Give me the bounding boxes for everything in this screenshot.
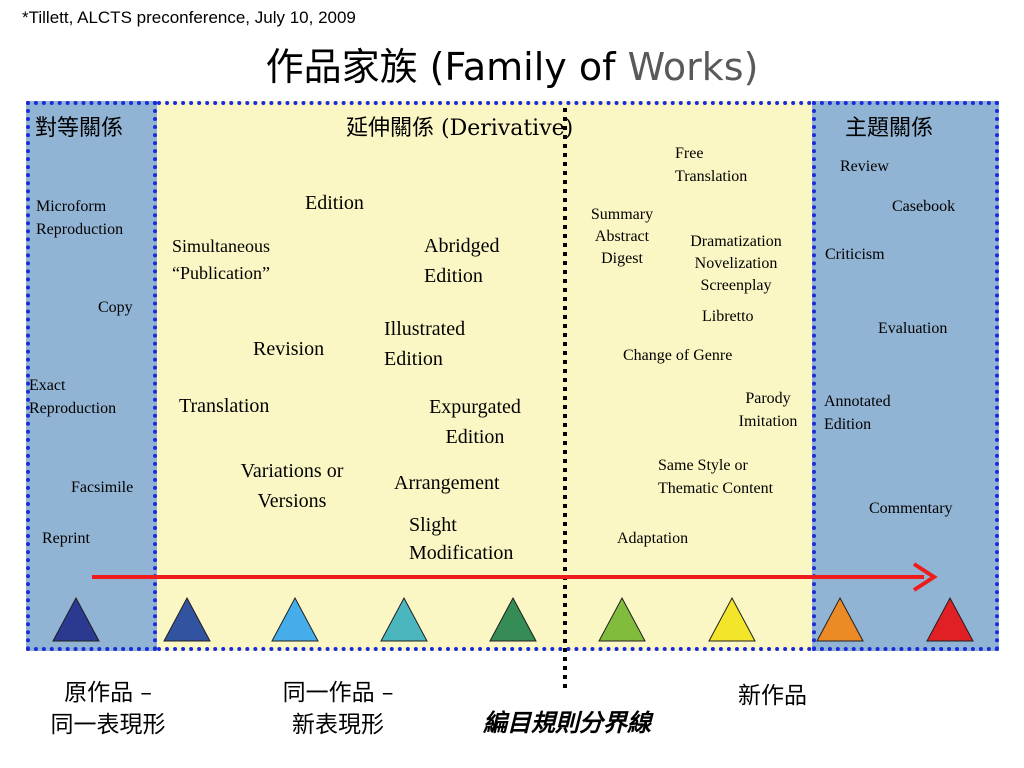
item-line: Screenplay	[700, 277, 772, 294]
item-line: Abstract	[594, 228, 650, 245]
item-line: Reproduction	[36, 221, 124, 238]
item-line: Novelization	[694, 255, 778, 272]
item-line: Modification	[409, 542, 514, 564]
triangle-icon	[52, 596, 100, 642]
equivalent-panel	[26, 101, 157, 651]
item-copy: Copy	[98, 299, 133, 316]
item-abridged-edition: Abridged Edition	[424, 231, 500, 291]
item-line: Translation	[675, 168, 748, 185]
item-line: Thematic Content	[658, 480, 774, 497]
item-simultaneous-publication: Simultaneous “Publication”	[172, 233, 270, 287]
item-line: Same Style or	[658, 457, 748, 474]
descriptive-header: 主題關係	[845, 116, 934, 141]
label-line: 原作品 –	[64, 680, 152, 706]
triangle-icon	[598, 596, 646, 642]
item-facsimile: Facsimile	[71, 479, 134, 496]
derivative-header: 延伸關係 (Derivative)	[346, 116, 574, 141]
item-variations-or-versions: Variations or Versions	[224, 456, 360, 516]
item-commentary: Commentary	[869, 500, 953, 517]
triangle-row	[52, 596, 974, 642]
item-parody-imitation: Parody Imitation	[726, 387, 810, 433]
equivalent-header: 對等關係	[35, 116, 124, 141]
item-line: Edition	[424, 265, 483, 287]
triangle-icon	[489, 596, 537, 642]
label-same-work: 同一作品 – 新表現形	[248, 677, 428, 741]
item-line: Abridged	[424, 235, 500, 257]
item-edition: Edition	[305, 192, 364, 214]
item-line: Expurgated	[429, 396, 521, 418]
item-illustrated-edition: Illustrated Edition	[384, 314, 465, 374]
item-same-style: Same Style or Thematic Content	[658, 454, 773, 500]
triangle-icon	[926, 596, 974, 642]
item-microform-reproduction: Microform Reproduction	[36, 195, 123, 241]
title-en-works: Works)	[627, 45, 759, 89]
item-change-of-genre: Change of Genre	[623, 347, 733, 364]
item-line: Variations or	[240, 460, 344, 482]
item-casebook: Casebook	[892, 198, 956, 215]
label-original-work: 原作品 – 同一表現形	[18, 677, 198, 741]
item-evaluation: Evaluation	[878, 320, 948, 337]
item-line: Simultaneous	[172, 236, 270, 256]
label-line: 同一表現形	[50, 712, 166, 738]
triangle-icon	[163, 596, 211, 642]
item-line: Edition	[445, 426, 505, 448]
item-dramatization: Dramatization Novelization Screenplay	[676, 231, 796, 297]
label-line: 同一作品 –	[282, 680, 394, 706]
item-line: “Publication”	[172, 263, 270, 283]
item-revision: Revision	[253, 338, 325, 360]
item-line: Illustrated	[384, 318, 466, 340]
item-expurgated-edition: Expurgated Edition	[414, 392, 536, 452]
item-arrangement: Arrangement	[394, 472, 500, 494]
item-line: Microform	[36, 198, 107, 215]
item-line: Reproduction	[29, 400, 117, 417]
label-cataloging-boundary: 編目規則分界線	[483, 709, 651, 737]
page-title: 作品家族 (Family of Works)	[0, 36, 1024, 91]
item-line: Free	[675, 145, 704, 162]
item-line: Digest	[601, 250, 643, 267]
item-reprint: Reprint	[42, 530, 90, 547]
item-slight-modification: Slight Modification	[409, 511, 513, 567]
label-line: 新表現形	[292, 712, 384, 738]
item-libretto: Libretto	[702, 308, 754, 325]
item-annotated-edition: Annotated Edition	[824, 390, 891, 436]
item-line: Edition	[824, 416, 872, 433]
triangle-icon	[708, 596, 756, 642]
item-line: Parody	[745, 390, 791, 407]
triangle-icon	[816, 596, 864, 642]
item-line: Annotated	[824, 393, 891, 410]
item-line: Dramatization	[690, 233, 782, 250]
title-zh: 作品家族	[265, 45, 418, 89]
item-line: Imitation	[738, 413, 798, 430]
item-line: Edition	[384, 348, 443, 370]
triangle-icon	[271, 596, 319, 642]
item-summary-abstract-digest: Summary Abstract Digest	[582, 204, 662, 270]
item-translation: Translation	[179, 395, 270, 417]
item-line: Exact	[29, 377, 66, 394]
item-free-translation: Free Translation	[675, 142, 747, 188]
triangle-icon	[380, 596, 428, 642]
descriptive-panel	[812, 101, 999, 651]
timeline-arrow-icon	[92, 562, 938, 592]
item-line: Summary	[590, 206, 654, 223]
citation: *Tillett, ALCTS preconference, July 10, …	[22, 8, 356, 27]
derivative-panel	[157, 101, 812, 651]
label-new-work: 新作品	[738, 683, 807, 709]
item-review: Review	[840, 158, 889, 175]
item-line: Slight	[409, 514, 457, 536]
item-adaptation: Adaptation	[617, 530, 689, 547]
title-en-open: (Family of	[429, 45, 616, 89]
item-line: Versions	[257, 490, 327, 512]
item-criticism: Criticism	[825, 246, 885, 263]
item-exact-reproduction: Exact Reproduction	[29, 374, 116, 420]
